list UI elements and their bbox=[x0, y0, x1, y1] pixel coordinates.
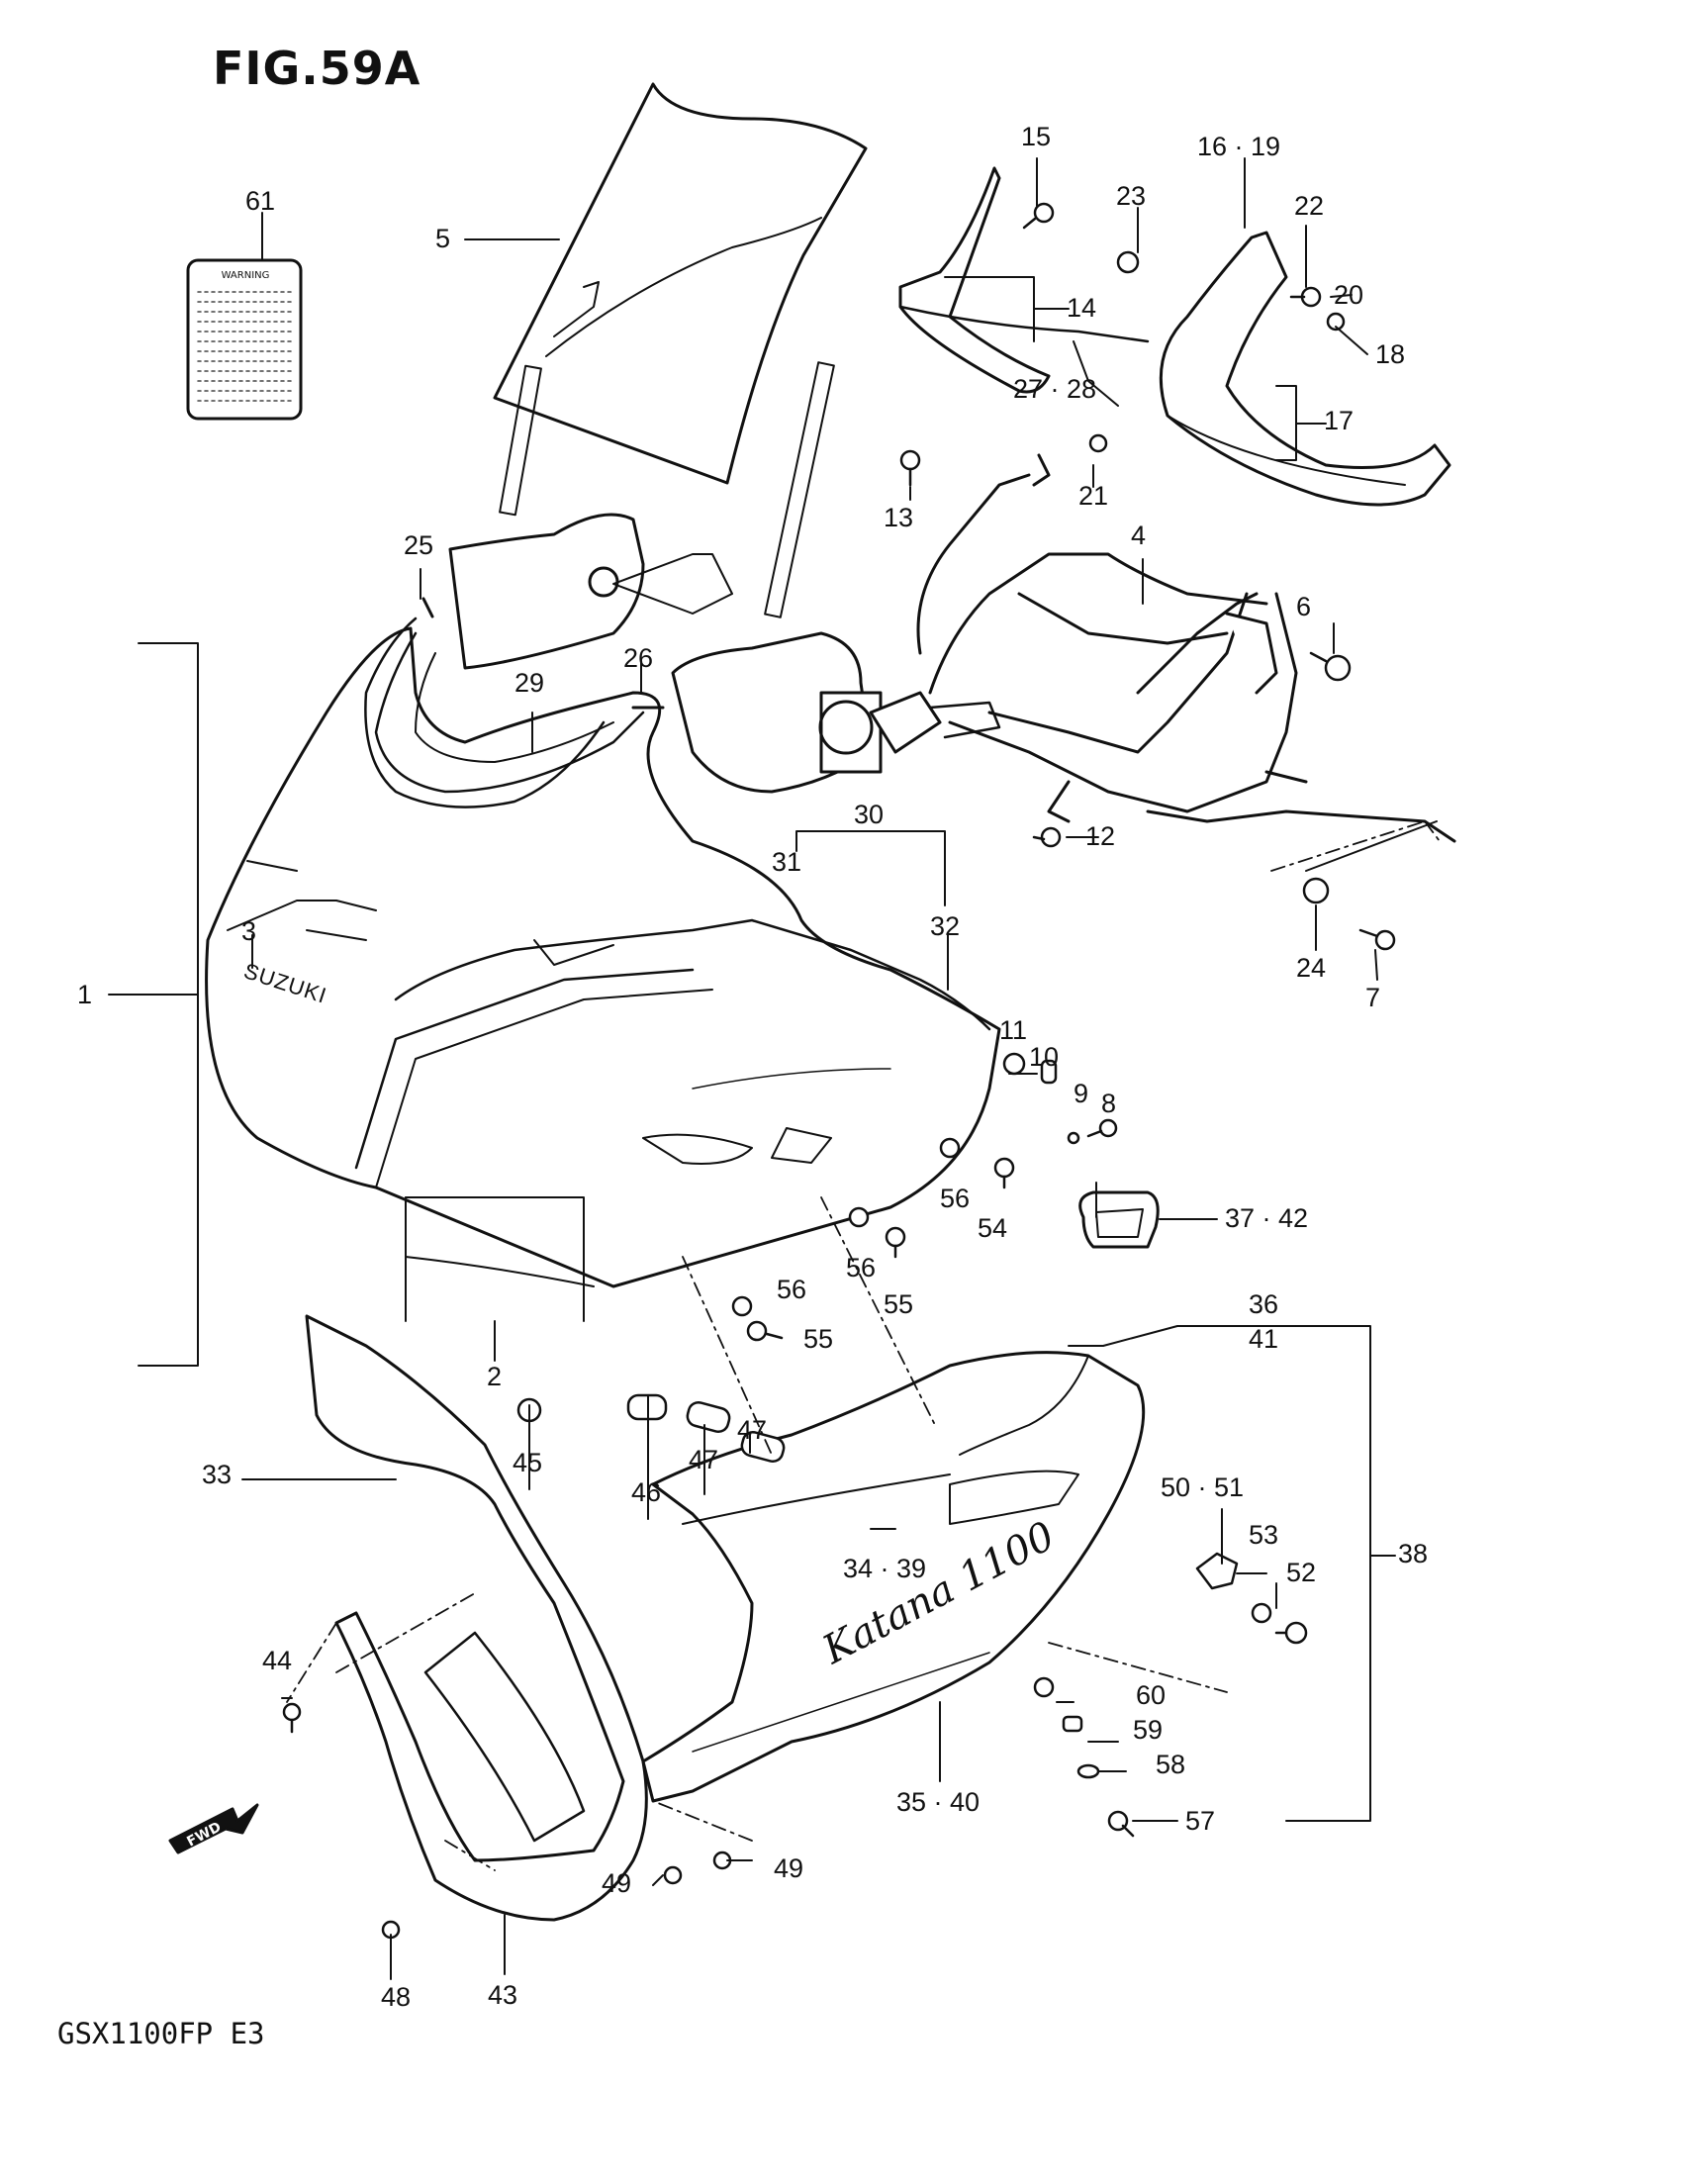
callout-label: 32 bbox=[930, 911, 961, 941]
callout-label: 35 · 40 bbox=[896, 1787, 981, 1817]
callout-label: 50 · 51 bbox=[1161, 1472, 1245, 1502]
callout-label: 56 bbox=[846, 1253, 877, 1282]
callout-label: 46 bbox=[631, 1477, 662, 1507]
callout-label: 47 bbox=[737, 1415, 768, 1445]
figure-title: FIG.59A bbox=[213, 42, 421, 95]
callout-label: 21 bbox=[1078, 481, 1109, 511]
callout-label: 10 bbox=[1029, 1042, 1060, 1072]
callout-label: 24 bbox=[1296, 953, 1327, 983]
callout-label: 34 · 39 bbox=[843, 1554, 927, 1583]
callout-label: 49 bbox=[602, 1868, 632, 1898]
callout-label: 31 bbox=[772, 847, 802, 877]
callout-label: 49 bbox=[774, 1853, 804, 1883]
callout-label: 16 · 19 bbox=[1197, 132, 1281, 161]
callout-label: 43 bbox=[488, 1980, 518, 2010]
callout-label: 44 bbox=[262, 1646, 293, 1675]
callout-label: 6 bbox=[1296, 592, 1312, 621]
callout-label: 57 bbox=[1185, 1806, 1216, 1836]
callout-label: 41 bbox=[1249, 1324, 1279, 1354]
callout-label: 52 bbox=[1286, 1558, 1317, 1587]
callout-label: 9 bbox=[1074, 1079, 1089, 1108]
callout-label: 56 bbox=[777, 1275, 807, 1304]
windscreen-edge-trim-part bbox=[364, 597, 665, 808]
callout-label: 38 bbox=[1398, 1539, 1429, 1568]
callout-label: 27 · 28 bbox=[1013, 374, 1097, 404]
callout-label: 60 bbox=[1136, 1680, 1167, 1710]
callout-label: 2 bbox=[487, 1362, 503, 1391]
callout-label: 3 bbox=[241, 916, 257, 946]
model-code: GSX1100FP E3 bbox=[57, 2017, 265, 2050]
callout-label: 36 bbox=[1249, 1289, 1279, 1319]
callout-label: 23 bbox=[1116, 181, 1147, 211]
windscreen-part bbox=[493, 82, 868, 618]
callout-label: 48 bbox=[381, 1982, 412, 2012]
assembly-lines bbox=[286, 820, 1441, 1871]
callout-label: 1 bbox=[77, 980, 93, 1009]
upper-cowling-part bbox=[205, 626, 1001, 1288]
callout-label: 25 bbox=[404, 530, 434, 560]
callout-label: 13 bbox=[884, 503, 914, 532]
callout-label: 5 bbox=[435, 224, 451, 253]
warning-label-title: WARNING bbox=[221, 270, 270, 281]
callout-label: 11 bbox=[999, 1015, 1028, 1045]
callout-label: 45 bbox=[513, 1448, 543, 1477]
reflector-part bbox=[1078, 1190, 1160, 1249]
lower-side-panel-part bbox=[305, 1314, 648, 1922]
callout-label: 47 bbox=[689, 1445, 719, 1474]
warning-label-part bbox=[186, 258, 303, 421]
callout-label: 26 bbox=[623, 643, 654, 673]
callout-label: 22 bbox=[1294, 191, 1325, 221]
callout-label: 15 bbox=[1021, 122, 1052, 151]
callout-label: 8 bbox=[1101, 1089, 1117, 1118]
fairing-stay-frame-part bbox=[916, 453, 1456, 843]
callout-label: 58 bbox=[1156, 1750, 1186, 1779]
callout-label: 55 bbox=[884, 1289, 914, 1319]
lower-cowling-part bbox=[641, 1351, 1146, 1803]
callout-label: 61 bbox=[245, 186, 276, 216]
callout-label: 37 · 42 bbox=[1225, 1203, 1309, 1233]
callout-label: 54 bbox=[978, 1213, 1008, 1243]
callout-label: 17 bbox=[1324, 406, 1355, 435]
callout-label: 7 bbox=[1365, 983, 1381, 1012]
fwd-arrow-icon bbox=[168, 1803, 259, 1854]
callout-label: 20 bbox=[1334, 280, 1364, 310]
callout-label: 14 bbox=[1067, 293, 1097, 323]
inner-panel-left-part bbox=[898, 166, 1150, 394]
callout-label: 18 bbox=[1375, 339, 1406, 369]
callout-label: 12 bbox=[1085, 821, 1116, 851]
callout-label: 30 bbox=[854, 800, 885, 829]
callout-label: 4 bbox=[1131, 521, 1147, 550]
callout-label: 33 bbox=[202, 1460, 233, 1489]
leader-lines bbox=[108, 157, 1438, 1980]
callout-label: 56 bbox=[940, 1184, 971, 1213]
callout-label: 29 bbox=[514, 668, 545, 698]
fasteners bbox=[282, 202, 1396, 1940]
callout-label: 53 bbox=[1249, 1520, 1279, 1550]
callout-label: 59 bbox=[1133, 1715, 1164, 1745]
callout-label: 55 bbox=[803, 1324, 834, 1354]
instrument-bracket-part bbox=[448, 513, 733, 670]
inner-panel-right-part bbox=[1159, 231, 1451, 507]
mirror-mount-part bbox=[671, 631, 1001, 794]
